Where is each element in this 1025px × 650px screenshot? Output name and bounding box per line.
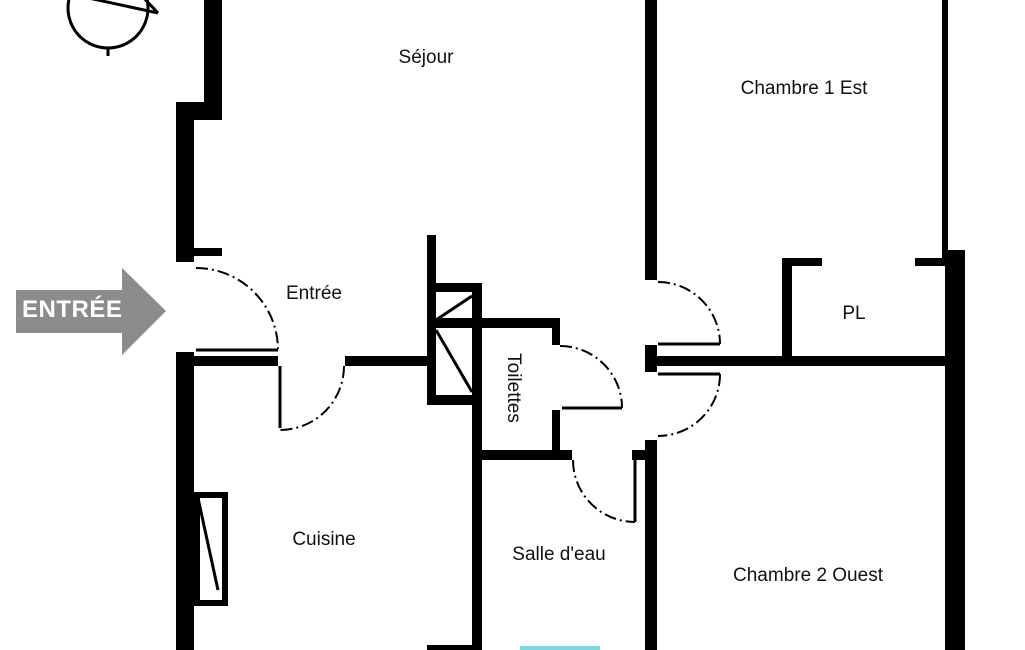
room-chambre-1: Chambre 1 Est [740, 78, 868, 99]
bathroom-window [520, 646, 600, 650]
entry-arrow-label: ENTRÉE [22, 296, 123, 323]
room-cuisine: Cuisine [292, 529, 356, 550]
room-sejour: Séjour [398, 47, 454, 68]
doors [195, 267, 721, 523]
room-salle-eau: Salle d'eau [512, 544, 606, 565]
room-toilettes: Toilettes [503, 353, 524, 423]
room-entree: Entrée [286, 283, 342, 304]
walls [176, 0, 965, 650]
kitchen-window [194, 492, 228, 606]
room-pl: PL [842, 303, 866, 324]
entry-arrow-icon [16, 268, 166, 355]
room-chambre-2: Chambre 2 Ouest [733, 565, 883, 586]
compass-icon [66, 0, 160, 56]
closet [434, 294, 474, 393]
